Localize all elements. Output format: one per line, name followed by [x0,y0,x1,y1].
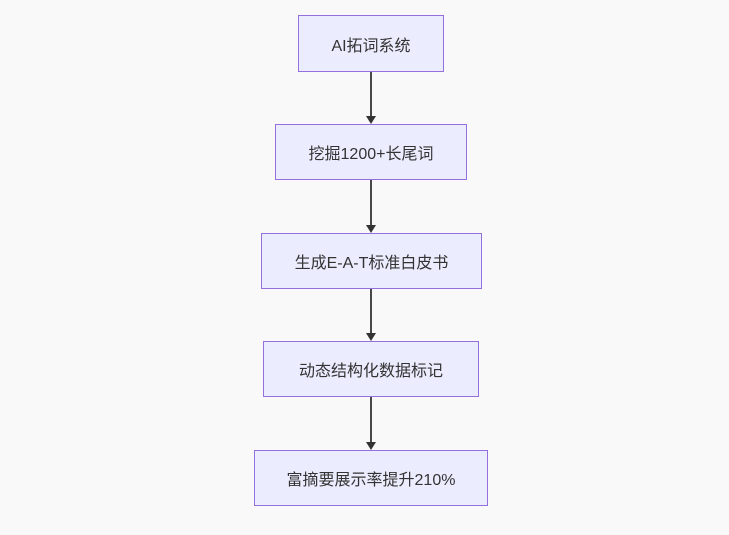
flowchart-node-structured-data-markup: 动态结构化数据标记 [263,341,479,397]
arrow-line [370,72,372,116]
flowchart-node-eat-whitepaper: 生成E-A-T标准白皮书 [261,233,482,289]
node-label: 生成E-A-T标准白皮书 [294,255,449,272]
arrowhead-down-icon [366,333,376,341]
flow-arrow-2 [366,180,376,233]
arrowhead-down-icon [366,442,376,450]
flow-arrow-4 [366,397,376,450]
node-label: 挖掘1200+长尾词 [308,146,434,163]
node-label: 动态结构化数据标记 [298,363,443,380]
arrow-line [370,289,372,333]
flow-arrow-3 [366,289,376,341]
arrowhead-down-icon [366,225,376,233]
flow-arrow-1 [366,72,376,124]
flowchart-node-longtail-keywords: 挖掘1200+长尾词 [275,124,467,180]
arrow-line [370,397,372,442]
arrow-line [370,180,372,225]
node-label: AI拓词系统 [331,37,411,55]
flowchart-node-rich-snippet-rate: 富摘要展示率提升210% [254,450,488,506]
node-label: 富摘要展示率提升210% [286,472,456,489]
flowchart-node-ai-word-system: AI拓词系统 [298,15,444,72]
arrowhead-down-icon [366,116,376,124]
